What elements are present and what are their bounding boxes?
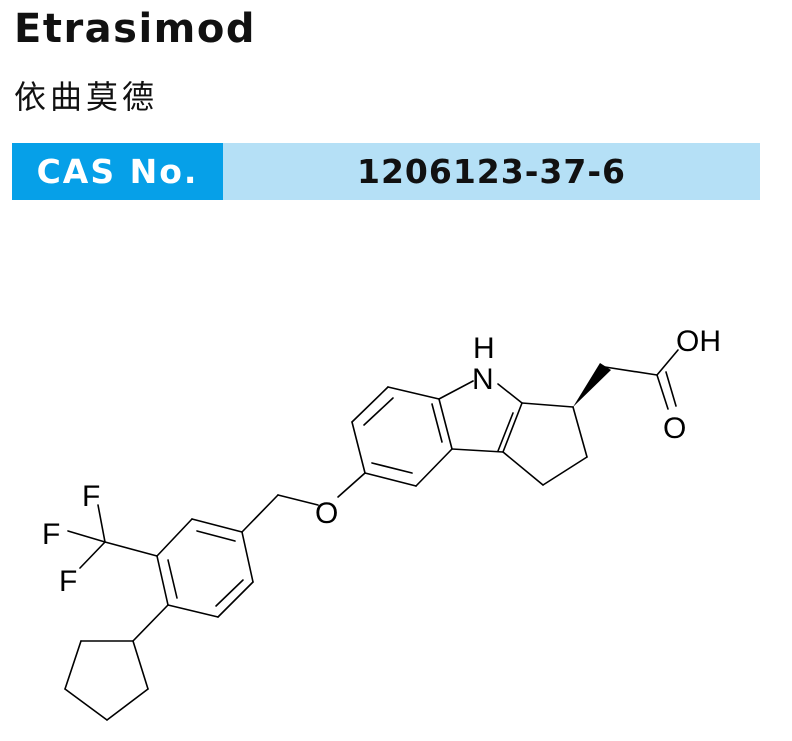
cas-number: 1206123-37-6 [223,143,760,200]
atom-label-f3: F [59,565,77,598]
cas-banner: CAS No. 1206123-37-6 [12,143,760,200]
atom-label-f2: F [42,518,60,551]
atom-label-f1: F [82,480,100,513]
atom-label-h: H [473,332,495,365]
atom-label-oh: OH [676,325,721,358]
atom-label-ether-o: O [315,497,338,530]
atom-label-n: N [472,363,494,396]
atom-label-carbonyl-o: O [663,412,686,445]
cas-label: CAS No. [12,143,223,200]
stereo-wedge-bond [573,363,611,407]
compound-name-chinese: 依曲莫德 [14,78,159,116]
compound-name-english: Etrasimod [14,6,256,52]
